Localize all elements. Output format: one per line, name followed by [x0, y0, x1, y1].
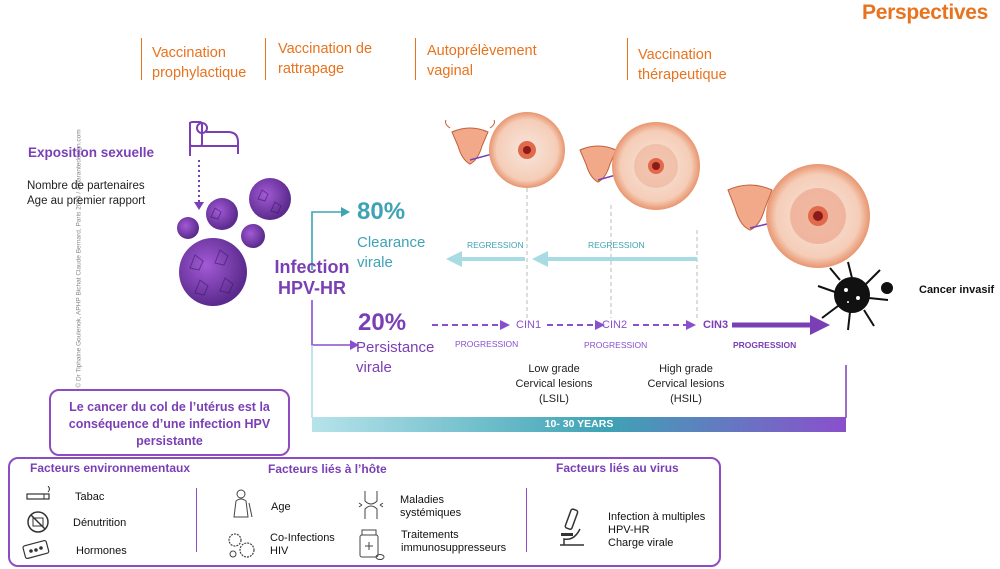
phase-divider	[265, 38, 266, 80]
microscope-icon	[560, 508, 584, 546]
virus-factor-line2: HPV-HR	[608, 524, 650, 536]
uterus-cervix-cin1-image	[445, 112, 565, 188]
progression-label: PROGRESSION	[455, 339, 519, 349]
infection-line1: Infection	[274, 257, 350, 277]
lsil-line3: (LSIL)	[539, 393, 569, 405]
viruses-icon	[228, 533, 255, 558]
perspectives-title: Perspectives	[862, 1, 988, 24]
infection-label: Infection HPV-HR	[262, 257, 362, 299]
uterus-cervix-cin3-image	[727, 164, 870, 268]
cancer-cell-icon	[817, 261, 893, 331]
cancer-invasif-label: Cancer invasif	[919, 284, 995, 296]
factor-coinfection-line2: HIV	[270, 545, 289, 557]
stage-cin2: CIN2	[602, 319, 628, 331]
hsil-label: High grade Cervical lesions (HSIL)	[640, 362, 732, 407]
env-factors-title: Facteurs environnementaux	[30, 461, 191, 475]
joint-icon	[358, 491, 384, 519]
factor-denutrition: Dénutrition	[73, 517, 127, 529]
factor-hormones: Hormones	[76, 545, 127, 557]
phase-divider	[627, 38, 628, 80]
exposure-detail-partners: Nombre de partenaires	[27, 180, 145, 192]
factors-box	[8, 457, 721, 567]
bed-icon	[189, 121, 239, 156]
hsil-line3: (HSIL)	[670, 393, 702, 405]
phase-vaccination-rattrapage: Vaccination de rattrapage	[278, 41, 373, 77]
exposure-detail-age: Age au premier rapport	[27, 195, 146, 207]
factors-divider	[196, 488, 197, 552]
factor-coinfection: Co-Infections HIV	[270, 532, 335, 558]
phase-vaccination-therapeutique: Vaccination thérapeutique	[638, 47, 727, 83]
elderly-person-icon	[233, 489, 253, 518]
factor-tabac: Tabac	[75, 491, 105, 503]
persistence-percent: 20%	[358, 309, 407, 336]
factor-maladies-line1: Maladies	[400, 494, 445, 506]
progression-label: PROGRESSION	[584, 340, 648, 350]
lsil-line1: Low grade	[528, 363, 580, 375]
factor-age: Age	[271, 501, 291, 513]
timeline-label: 10- 30 YEARS	[544, 418, 614, 430]
factor-coinfection-line1: Co-Infections	[270, 532, 335, 544]
virus-factor-line3: Charge virale	[608, 537, 674, 549]
progression-label: PROGRESSION	[733, 340, 797, 350]
phase-divider	[141, 38, 142, 80]
virus-factor-text: Infection à multiples HPV-HR Charge vira…	[608, 511, 705, 550]
clearance-percent: 80%	[357, 198, 406, 225]
factor-maladies: Maladies systémiques	[400, 494, 461, 520]
virus-cluster-icon	[177, 178, 291, 306]
phase-divider	[415, 38, 416, 80]
regression-label: REGRESSION	[467, 240, 524, 250]
uterus-cervix-cin2-image	[579, 122, 700, 210]
factor-maladies-line2: systémiques	[400, 507, 462, 519]
lsil-line2: Cervical lesions	[515, 378, 593, 390]
persistence-label: Persistance virale	[356, 338, 434, 378]
virus-factors-title: Facteurs liés au virus	[556, 461, 679, 475]
statement-text: Le cancer du col de l’utérus est la cons…	[68, 400, 271, 448]
hsil-line1: High grade	[659, 363, 713, 375]
factors-divider	[526, 488, 527, 552]
persistence-line1: Persistance	[356, 339, 435, 356]
exposure-title: Exposition sexuelle	[28, 145, 155, 160]
factor-traitements-line1: Traitements	[401, 529, 459, 541]
hsil-line2: Cervical lesions	[647, 378, 725, 390]
pill-pack-icon	[22, 540, 50, 560]
infection-line2: HPV-HR	[277, 278, 346, 298]
clearance-line2: virale	[357, 254, 393, 271]
factor-traitements-line2: immunosuppresseurs	[401, 542, 507, 554]
no-food-icon	[27, 511, 49, 533]
persistence-line2: virale	[356, 359, 392, 376]
phase-vaccination-prophylactique: Vaccination prophylactique	[152, 45, 247, 81]
regression-label: REGRESSION	[588, 240, 645, 250]
stage-cin3: CIN3	[703, 319, 729, 331]
phase-autoprelevement: Autoprélèvement vaginal	[427, 43, 537, 79]
statement-box: Le cancer du col de l’utérus est la cons…	[49, 389, 290, 456]
lsil-label: Low grade Cervical lesions (LSIL)	[508, 362, 600, 407]
clearance-label: Clearance virale	[357, 233, 425, 273]
clearance-line1: Clearance	[357, 234, 426, 251]
medicine-bottle-icon	[359, 529, 385, 560]
cigarette-icon	[26, 486, 50, 500]
stage-cin1: CIN1	[516, 319, 542, 331]
host-factors-title: Facteurs liés à l’hôte	[268, 462, 387, 476]
virus-factor-line1: Infection à multiples	[608, 511, 706, 523]
factor-traitements: Traitements immunosuppresseurs	[401, 529, 506, 555]
